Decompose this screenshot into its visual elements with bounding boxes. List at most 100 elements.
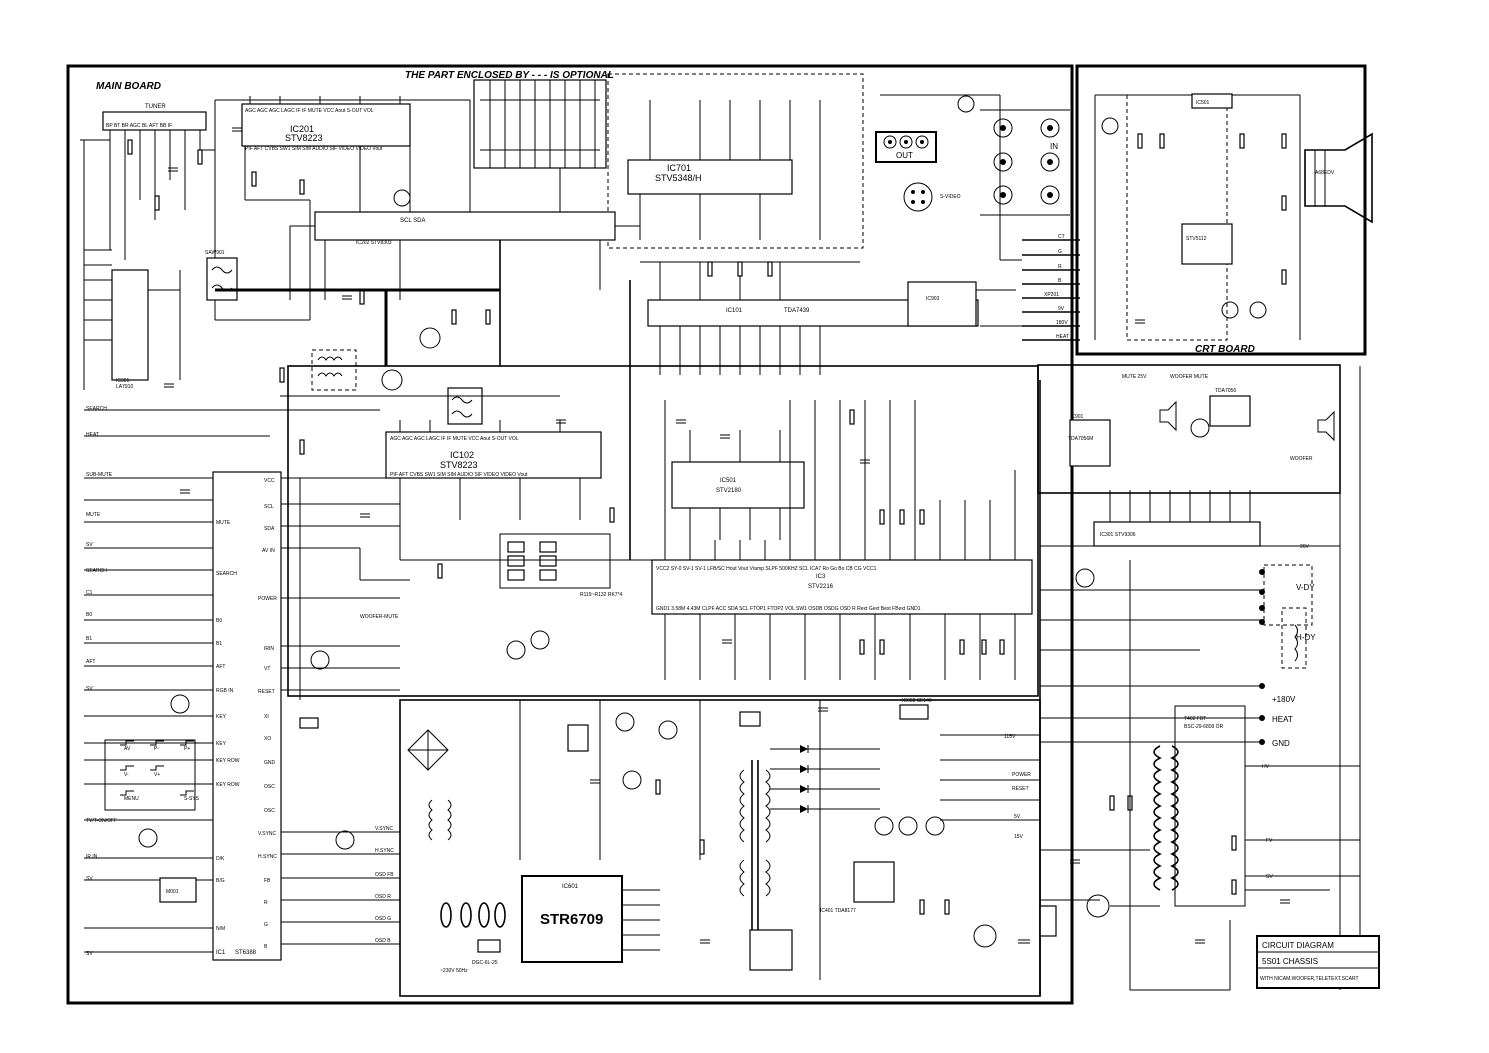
crt-conn-ct: CT: [1058, 234, 1065, 240]
ic3-top-wires: [664, 400, 1016, 560]
ic1-pin-gnd: GND: [264, 760, 276, 766]
title-line3: WITH NICAM,WOOFER,TELETEXT,SCART: [1260, 976, 1359, 982]
ir-receiver: [159, 877, 197, 903]
sig-tv-onoff: TV/T-ON/OFF: [86, 818, 117, 824]
out-label: OUT: [896, 151, 913, 160]
optocoupler-n601: [739, 711, 761, 727]
if-coil-block: [311, 349, 357, 391]
fbt-label: T402 FBT: [1184, 716, 1206, 722]
crt-neck-icon: A68EDV: [1304, 132, 1373, 224]
optional-teletext-area: [607, 73, 864, 249]
ic1-pin-xo: XO: [264, 736, 271, 742]
svg-text:S-SYS: S-SYS: [184, 796, 200, 802]
mains-transformer: [428, 799, 452, 841]
ic602-regulator: [899, 704, 929, 720]
ic1-pin-mute: MUTE: [216, 520, 231, 526]
ic1-pin-bg: B/G: [216, 878, 225, 884]
ic202-block: SCL SDA IC202 STV8303: [290, 211, 640, 246]
ic601-label: IC601: [562, 884, 579, 890]
ic1-pin-keyrow1: KEY ROW: [216, 758, 240, 764]
transformer-icon: [739, 760, 771, 930]
teletext-connector: [473, 79, 607, 169]
ic1-right-wires: [281, 477, 400, 945]
crt-ic-label: IC501: [1196, 100, 1210, 106]
rail-reset: RESET: [1012, 786, 1029, 792]
woofer-label: WOOFER MUTE: [1170, 374, 1209, 380]
out-woofer-mute: WOOFER-MUTE: [360, 614, 399, 620]
ic301-block: IC301 LA7910: [84, 249, 181, 390]
mains-label: ~230V 50Hz: [440, 968, 468, 974]
svg-text:P+: P+: [184, 746, 190, 752]
crt-conn-g: G: [1058, 249, 1062, 255]
keypad-switches: AV P- P+ V- V+ MENU S-SYS: [104, 739, 200, 811]
ic301-vert-label: IC301 STV9306: [1100, 532, 1136, 538]
av-input-jacks: IN: [980, 109, 1070, 216]
ic3-block: IC3 STV2216 VCC2 SY-0 SV-1 SV-1 LFB/SC H…: [651, 559, 1033, 615]
svg-text:V-: V-: [124, 772, 129, 778]
ic904-label: TDA7056: [1215, 388, 1236, 394]
out-180v: +180V: [1272, 695, 1296, 704]
ic301-part: LA7910: [116, 384, 133, 390]
sig-sv3: SV: [86, 876, 93, 882]
out-osdr: OSD R: [375, 894, 391, 900]
ir-receiver-label: M001: [166, 889, 179, 895]
crt-conn-b: B: [1058, 278, 1062, 284]
ic501-block: IC501 STV2180: [671, 430, 805, 540]
rail-power: POWER: [1012, 772, 1031, 778]
ic601-block: IC601 STR6709: [521, 875, 660, 963]
svg-text:P-: P-: [154, 746, 159, 752]
q003-transistor: [310, 650, 330, 670]
ic1-pin-sda: SDA: [264, 526, 275, 532]
ic1-pin-b: B: [264, 944, 268, 950]
q106-transistor: [506, 640, 526, 660]
ic1-pin-aft: AFT: [216, 664, 225, 670]
ic901-switch: IC903: [907, 281, 1016, 327]
rail-26v: 26V: [1300, 544, 1310, 550]
out-osdb: OSD B: [375, 938, 391, 944]
ic1-pin-scl: SCL: [264, 504, 274, 510]
ic901-switch-label: IC903: [926, 296, 940, 302]
ic1-pin-vt: VT: [264, 666, 270, 672]
svideo-label: S-VIDEO: [940, 194, 961, 200]
sig-c1: C1: [86, 590, 93, 596]
crt-conn-180v: 180V: [1056, 320, 1068, 326]
q402-transistor: [898, 816, 918, 836]
ic102-top-pins: AGC AGC AGC LAGC IF IF MUTE VCC Aout S-O…: [390, 436, 519, 442]
cf-label: R119~R132 RK7*4: [580, 592, 623, 598]
ic1-label: IC1: [216, 950, 226, 956]
crt-conn-r: R: [1058, 264, 1062, 270]
secondary-rectifiers: [770, 745, 880, 813]
relay-k601: [567, 724, 589, 752]
audio-mute-label: MUTE 25V: [1122, 374, 1147, 380]
sig-sv: SV: [86, 542, 93, 548]
out-osdfb: OSD FB: [375, 872, 394, 878]
svg-text:AV: AV: [124, 746, 131, 752]
woofer-out-label: WOOFER: [1290, 456, 1313, 462]
svg-text:MENU: MENU: [124, 796, 139, 802]
q101-transistor: [419, 327, 441, 349]
q002-transistor: [170, 694, 190, 714]
ic901-label: IC901: [1070, 414, 1084, 420]
out-gnd: GND: [1272, 739, 1290, 748]
ic1-pin-irin: IRIN: [264, 646, 274, 652]
out-osdg: OSD G: [375, 916, 391, 922]
av-output-jacks: OUT: [875, 131, 937, 163]
rail-115v: 115V: [1004, 734, 1016, 740]
q401-transistor: [874, 816, 894, 836]
ic102-bot-pins: PIF AFT CVBS SW1 SIM SIM AUDIO SIF VIDEO…: [390, 472, 528, 478]
vertical-ic-row: IC301 STV9306: [1093, 490, 1261, 547]
q102-transistor: [381, 369, 403, 391]
q107-transistor: [530, 630, 550, 650]
ceramic-filter-block: R119~R132 RK7*4: [499, 533, 623, 598]
ic3-bottom-wires: [664, 614, 1016, 680]
speaker-icon: [1159, 400, 1177, 432]
ic701-part: STV5348/H: [655, 173, 702, 183]
ic501-label: IC501: [720, 478, 737, 484]
ic1-pin-dk: D/K: [216, 856, 225, 862]
ic601-part: STR6709: [540, 911, 603, 928]
tuner-label: TUNER: [145, 104, 166, 110]
audio-amp-section: IC901 TDA7056M TDA7056 MUTE 25V WOOFER M…: [1068, 374, 1335, 467]
crt-board-frame: [1075, 64, 1367, 356]
z601-label: DGC-6L-25: [472, 960, 498, 966]
main-board-frame: [66, 64, 1074, 1005]
